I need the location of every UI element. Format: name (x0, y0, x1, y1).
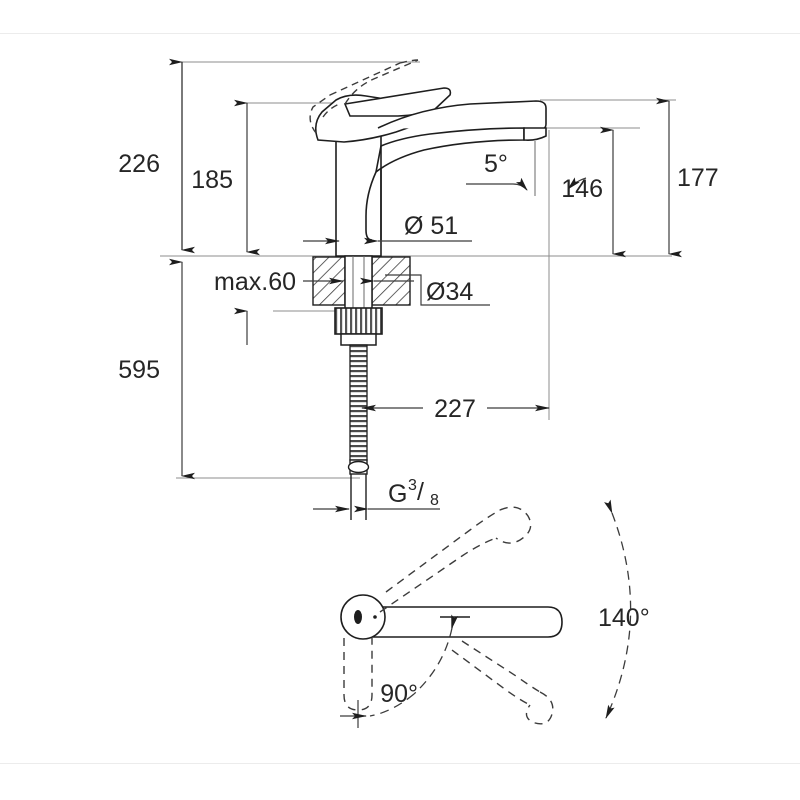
handle-ghost (343, 638, 373, 711)
dimension-label-angle-5: 5° (484, 150, 508, 178)
swivel-top-view: 140° 90° (340, 499, 650, 728)
dimension-label-177: 177 (677, 164, 719, 192)
dimension-label-angle-140: 140° (598, 604, 650, 632)
dimension-angle-140: 140° (598, 499, 650, 719)
mounting-assembly (334, 255, 383, 346)
threaded-shank (344, 255, 373, 310)
spout-ghost-up (379, 506, 532, 613)
thread-label-slash: / (417, 478, 424, 506)
lever-ghost-open (309, 59, 419, 134)
spout-ghost-down (451, 640, 554, 725)
dimension-label-227: 227 (434, 395, 476, 423)
dimension-146: 146 (561, 126, 626, 258)
dimension-angle-5: 5° (466, 150, 587, 191)
faucet-body-column (335, 129, 382, 257)
dimension-max60: max.60 (214, 268, 414, 296)
dimension-label-diameter-51: Ø 51 (404, 212, 458, 240)
fixing-nut (334, 307, 383, 335)
dimension-177: 177 (656, 97, 719, 258)
page-border-bottom (0, 763, 800, 764)
dimension-label-185: 185 (191, 166, 233, 194)
dimension-label-226: 226 (118, 150, 160, 178)
dimension-label-max60: max.60 (214, 268, 296, 296)
thread-label-numerator: 3 (408, 477, 417, 494)
dimension-227: 227 (361, 395, 550, 423)
dimension-diameter-34: Ø34 (385, 274, 490, 306)
dimension-angle-90: 90° (340, 614, 459, 728)
flexible-hose (347, 344, 370, 520)
dimension-diameter-51: Ø 51 (303, 212, 472, 245)
dimension-595: 595 (118, 258, 195, 480)
dimension-185: 185 (191, 99, 260, 256)
dimension-226: 226 (118, 58, 195, 254)
aerator-outlet (523, 127, 547, 141)
thread-label-letter: G (388, 480, 407, 508)
dimension-label-595: 595 (118, 356, 160, 384)
page-border-top (0, 33, 800, 34)
dimension-label-diameter-34: Ø34 (426, 278, 473, 306)
dimension-thread-g38: G 3 / 8 (313, 477, 440, 513)
extension-lines (160, 61, 676, 479)
faucet-side-view (309, 59, 547, 257)
dimension-label-angle-90: 90° (380, 680, 418, 708)
thread-label-denominator: 8 (430, 492, 439, 509)
